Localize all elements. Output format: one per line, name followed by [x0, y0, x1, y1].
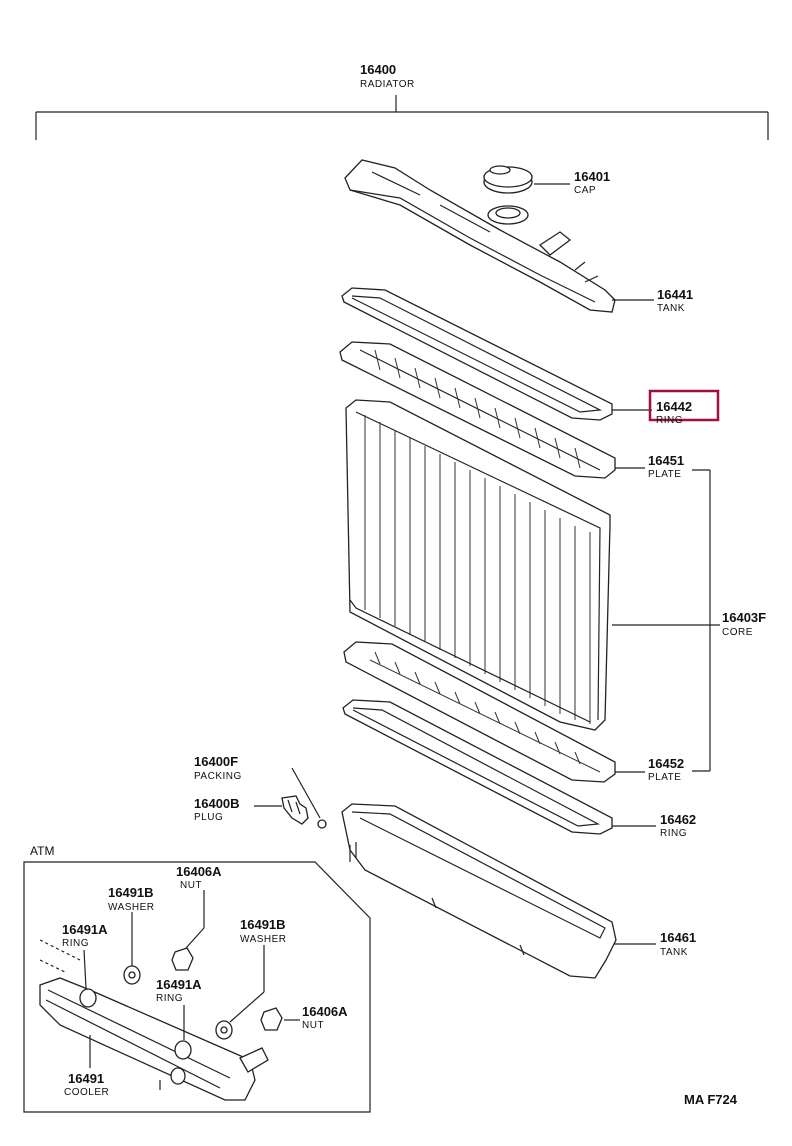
- upper-ring-name: RING: [656, 415, 683, 426]
- nut-top-drawing[interactable]: [171, 947, 194, 971]
- lower-plate-drawing[interactable]: [343, 641, 616, 783]
- atm-washer-right-number[interactable]: 16491B: [240, 917, 286, 932]
- upper-ring-number[interactable]: 16442: [656, 399, 692, 414]
- atm-cooler-name: COOLER: [64, 1087, 109, 1098]
- upper-plate-name: PLATE: [648, 469, 681, 480]
- nut-right-drawing[interactable]: [260, 1007, 283, 1031]
- lower-tank-drawing[interactable]: [341, 803, 617, 979]
- packing-drawing[interactable]: [317, 819, 327, 829]
- packing-name: PACKING: [194, 771, 242, 782]
- lower-tank-name: TANK: [660, 947, 688, 958]
- atm-ring-mid-number[interactable]: 16491A: [156, 977, 202, 992]
- atm-ring-left-number[interactable]: 16491A: [62, 922, 108, 937]
- upper-ring-drawing[interactable]: [341, 287, 613, 421]
- plug-number[interactable]: 16400B: [194, 796, 240, 811]
- lower-ring-number[interactable]: 16462: [660, 812, 696, 827]
- lower-ring-name: RING: [660, 828, 687, 839]
- figure-code: MA F724: [684, 1092, 738, 1107]
- lower-tank-number[interactable]: 16461: [660, 930, 696, 945]
- cap-name: CAP: [574, 185, 596, 196]
- atm-frame: [23, 861, 371, 1113]
- atm-ring-mid-name: RING: [156, 993, 183, 1004]
- radiator-assembly-bracket: [35, 95, 769, 140]
- radiator-cap-drawing[interactable]: [483, 165, 533, 194]
- upper-plate-drawing[interactable]: [339, 341, 616, 479]
- atm-nut-right-number[interactable]: 16406A: [302, 1004, 348, 1019]
- atm-washer-right-name: WASHER: [240, 934, 287, 945]
- washer-left-hole: [128, 971, 136, 979]
- plug-name: PLUG: [194, 812, 223, 823]
- cooler-drawing[interactable]: [39, 977, 269, 1101]
- radiator-name: RADIATOR: [360, 79, 415, 90]
- plug-drawing[interactable]: [281, 795, 309, 825]
- core-number[interactable]: 16403F: [722, 610, 766, 625]
- atm-nut-right-name: NUT: [302, 1020, 324, 1031]
- lower-plate-name: PLATE: [648, 772, 681, 783]
- core-name: CORE: [722, 627, 753, 638]
- upper-tank-number[interactable]: 16441: [657, 287, 693, 302]
- atm-nut-top-number[interactable]: 16406A: [176, 864, 222, 879]
- upper-tank-name: TANK: [657, 303, 685, 314]
- washer-right-hole: [220, 1026, 228, 1034]
- atm-washer-left-name: WASHER: [108, 902, 155, 913]
- atm-cooler-number[interactable]: 16491: [68, 1071, 104, 1086]
- atm-ring-left-name: RING: [62, 938, 89, 949]
- cap-number[interactable]: 16401: [574, 169, 610, 184]
- atm-washer-left-number[interactable]: 16491B: [108, 885, 154, 900]
- core-drawing[interactable]: [345, 399, 611, 731]
- atm-title: ATM: [30, 844, 54, 858]
- highlighted-part-box: [648, 389, 720, 422]
- radiator-number[interactable]: 16400: [360, 62, 396, 77]
- atm-nut-top-name: NUT: [180, 880, 202, 891]
- packing-number[interactable]: 16400F: [194, 754, 238, 769]
- lower-plate-number[interactable]: 16452: [648, 756, 684, 771]
- upper-plate-number[interactable]: 16451: [648, 453, 684, 468]
- core-group-bracket: [692, 469, 711, 772]
- lower-ring-drawing[interactable]: [342, 699, 613, 835]
